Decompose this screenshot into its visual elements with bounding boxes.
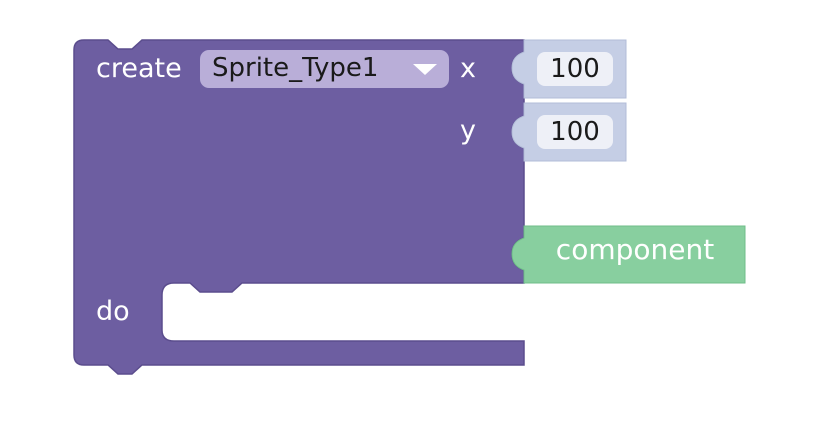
component-label: component	[555, 233, 715, 266]
x-label: x	[460, 53, 476, 84]
x-value-field[interactable]: 100	[537, 52, 613, 86]
create-block[interactable]	[73, 39, 525, 375]
y-value-field[interactable]: 100	[537, 115, 613, 149]
y-label: y	[460, 115, 476, 146]
create-keyword: create	[96, 53, 182, 84]
sprite-type-value: Sprite_Type1	[212, 53, 379, 83]
component-block[interactable]	[511, 225, 746, 284]
do-label: do	[96, 296, 130, 327]
sprite-type-dropdown[interactable]: Sprite_Type1	[200, 50, 449, 88]
chevron-down-icon[interactable]	[413, 64, 437, 75]
